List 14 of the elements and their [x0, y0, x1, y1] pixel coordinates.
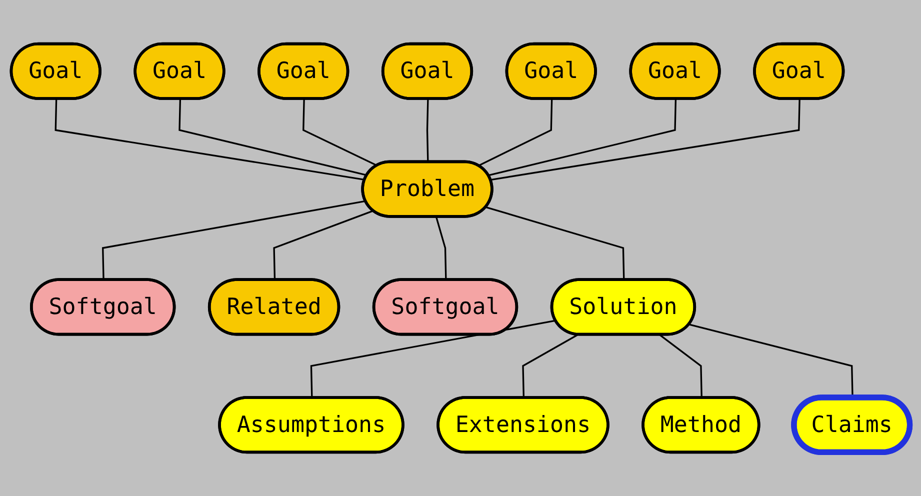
connector	[54, 99, 366, 181]
connector	[490, 99, 800, 181]
connector	[178, 99, 368, 176]
connector	[488, 99, 677, 176]
connector	[302, 99, 378, 166]
connector	[478, 99, 553, 166]
connector	[426, 99, 429, 162]
connector	[522, 334, 578, 398]
connector	[486, 206, 625, 280]
connector	[436, 216, 447, 280]
connector	[660, 334, 702, 398]
connector	[102, 200, 366, 280]
connector	[273, 210, 374, 280]
connector	[310, 320, 556, 398]
